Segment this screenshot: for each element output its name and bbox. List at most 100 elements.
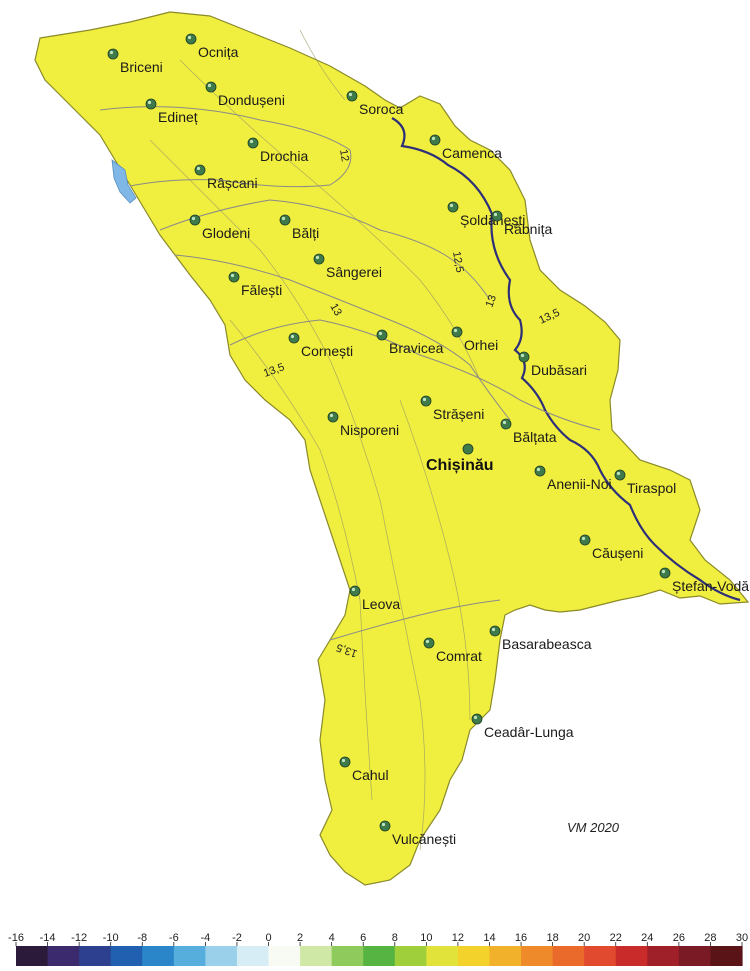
city-marker: Nisporeni — [327, 411, 399, 438]
legend-color-segment — [16, 946, 49, 966]
city-marker: Soroca — [346, 90, 404, 117]
city-dot — [349, 585, 361, 597]
city-dot — [346, 90, 358, 102]
city-dot — [185, 33, 197, 45]
city-dot — [447, 201, 459, 213]
city-label: Vulcănești — [392, 831, 456, 847]
city-dot — [471, 713, 483, 725]
city-dot-highlight — [422, 397, 427, 402]
city-dot — [376, 329, 388, 341]
city-marker: Anenii-Noi — [534, 465, 612, 492]
legend-color-segment — [647, 946, 680, 966]
city-dot — [313, 253, 325, 265]
city-marker: Camenca — [429, 134, 502, 161]
city-dot-highlight — [329, 413, 334, 418]
city-label: Glodeni — [202, 225, 250, 241]
city-label: Briceni — [120, 59, 163, 75]
moldova-territory — [34, 11, 750, 886]
legend-tick-label: 18 — [546, 932, 558, 944]
city-dot-highlight — [381, 822, 386, 827]
isoline-label: 12 — [337, 148, 351, 162]
legend-color-segment — [110, 946, 143, 966]
city-label: Căușeni — [592, 545, 643, 561]
legend-tick-label: 2 — [297, 932, 303, 944]
city-dot-highlight — [230, 273, 235, 278]
city-dot — [228, 271, 240, 283]
city-marker: Sângerei — [313, 253, 382, 280]
city-dot-highlight — [348, 92, 353, 97]
legend-tick-label: 24 — [641, 932, 653, 944]
legend-color-segment — [552, 946, 585, 966]
city-dot — [288, 332, 300, 344]
city-label: Ocnița — [198, 44, 239, 60]
city-label: Râbnița — [504, 221, 552, 237]
city-dot — [423, 637, 435, 649]
city-label: Dubăsari — [531, 362, 587, 378]
city-label: Strășeni — [433, 406, 484, 422]
city-marker: Râșcani — [194, 164, 258, 191]
city-marker: Căușeni — [579, 534, 643, 561]
legend-color-segment — [173, 946, 206, 966]
city-dot-highlight — [520, 353, 525, 358]
city-label: Soroca — [359, 101, 404, 117]
city-marker: Cornești — [288, 332, 353, 359]
legend-tick-label: -2 — [232, 932, 242, 944]
city-label: Sângerei — [326, 264, 382, 280]
legend-color-segment — [205, 946, 238, 966]
city-marker: Dubăsari — [518, 351, 587, 378]
legend-tick-label: 28 — [704, 932, 716, 944]
city-marker: Briceni — [107, 48, 163, 75]
city-dot-highlight — [431, 136, 436, 141]
city-dot-highlight — [187, 35, 192, 40]
city-label: Râșcani — [207, 175, 258, 191]
city-dot-highlight — [425, 639, 430, 644]
legend-tick-label: -14 — [40, 932, 56, 944]
city-label: Șoldănești — [460, 212, 525, 228]
legend-tick-label: 14 — [483, 932, 495, 944]
legend-tick-label: 6 — [360, 932, 366, 944]
isoline-label: 12,5 — [450, 250, 466, 273]
city-label: Bravicea — [389, 340, 444, 356]
city-dot — [491, 210, 503, 222]
city-label: Ceadâr-Lunga — [484, 724, 574, 740]
city-dot — [614, 469, 626, 481]
city-label: Basarabeasca — [502, 636, 592, 652]
isoline-label: 13 — [484, 293, 499, 309]
city-dot-highlight — [351, 587, 356, 592]
city-dot-highlight — [109, 50, 114, 55]
city-marker: Vulcănești — [379, 820, 456, 847]
legend-tick-label: 16 — [515, 932, 527, 944]
legend-tick-label: -8 — [137, 932, 147, 944]
legend-color-segment — [79, 946, 112, 966]
city-marker: Drochia — [247, 137, 308, 164]
city-dot — [451, 326, 463, 338]
legend-tick-label: 30 — [736, 932, 748, 944]
legend-tick-label: 20 — [578, 932, 590, 944]
city-marker: Orhei — [451, 326, 498, 353]
city-dot-highlight — [493, 212, 498, 217]
city-marker: Bălți — [279, 214, 319, 241]
legend-tick-label: 22 — [610, 932, 622, 944]
city-marker: Basarabeasca — [489, 625, 592, 652]
city-marker: Șoldănești — [447, 201, 525, 228]
city-dot-highlight — [191, 216, 196, 221]
city-dot-highlight — [315, 255, 320, 260]
city-marker: Ștefan-Vodă — [659, 567, 749, 594]
city-marker: Cahul — [339, 756, 389, 783]
lake — [111, 159, 137, 204]
city-marker: Strășeni — [420, 395, 484, 422]
legend-color-segment — [710, 946, 743, 966]
city-label: Comrat — [436, 648, 482, 664]
city-marker: Fălești — [228, 271, 282, 298]
city-dot — [107, 48, 119, 60]
city-dot-highlight — [290, 334, 295, 339]
legend-tick-label: 8 — [392, 932, 398, 944]
legend-tick-label: 4 — [329, 932, 335, 944]
legend-tick-label: -10 — [103, 932, 119, 944]
city-dot-highlight — [249, 139, 254, 144]
legend-color-segment — [521, 946, 554, 966]
city-dot — [247, 137, 259, 149]
city-label: Camenca — [442, 145, 502, 161]
capital-marker: Chișinău — [426, 443, 494, 474]
